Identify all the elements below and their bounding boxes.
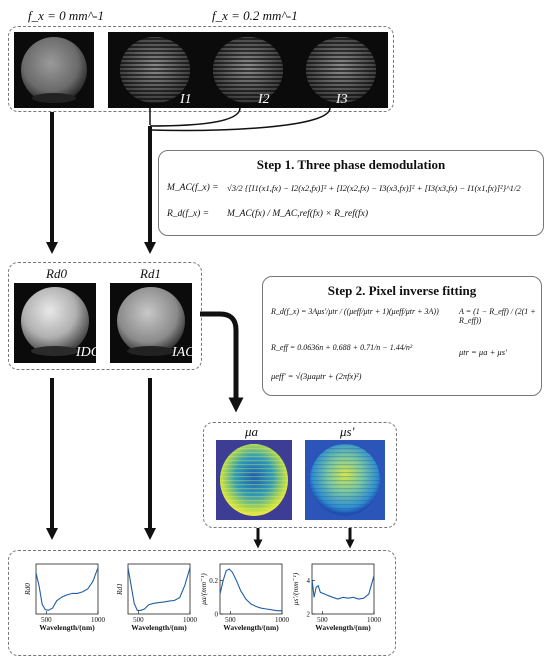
optical-maps-group <box>203 422 397 528</box>
plot-ytick-label-3-0: 2 <box>307 611 311 619</box>
plot-xtick-label-2-1: 1000 <box>275 616 290 624</box>
plot-line-0 <box>35 567 99 611</box>
merge-line-3 <box>149 107 331 132</box>
step1-box: Step 1. Three phase demodulation M_AC(f_… <box>158 150 544 236</box>
plot-ytick-label-2-0: 0 <box>215 611 219 619</box>
ac-raw-images-drawing <box>120 37 376 103</box>
step1-eq1-rhs: √3/2 {[I1(x1,fx) − I2(x2,fx)]² + [I2(x2,… <box>227 183 521 193</box>
step2-eq-rd: R_d(f_x) = 3Aμs'/μtr / ((μeff/μtr + 1)(μ… <box>271 307 439 316</box>
plot-frame-3 <box>311 563 375 615</box>
mua-map-drawing <box>220 444 288 516</box>
step1-eq1-lhs: M_AC(f_x) = <box>167 183 219 193</box>
rd1-image <box>110 283 192 363</box>
plot-xtick-label-3-0: 500 <box>317 616 328 624</box>
ac-frequency-label: f_x = 0.2 mm^-1 <box>212 8 298 23</box>
mus-map-image <box>305 440 385 520</box>
plot-xtick-label-1-0: 500 <box>133 616 144 624</box>
rd0-image <box>14 283 96 363</box>
step1-eq2-rhs: M_AC(fx) / M_AC,ref(fx) × R_ref(fx) <box>227 209 369 219</box>
plot-line-1 <box>127 567 191 611</box>
plot-xtick-label-0-0: 500 <box>41 616 52 624</box>
phase-label-2: I2 <box>258 92 270 107</box>
plot-ylabel-2: μa/(mm⁻¹) <box>199 573 208 605</box>
phase-label-1: I1 <box>180 92 192 107</box>
plot-ylabel-1: Rd1 <box>115 583 124 596</box>
dc-frequency-label: f_x = 0 mm^-1 <box>28 8 104 23</box>
plot-frame-1 <box>127 563 191 615</box>
step2-eq-mueff: μeff' = √(3μaμtr + (2πfx)²) <box>271 371 362 381</box>
rd1-image-drawing <box>117 287 185 356</box>
plot-xlabel-1: Wavelength/(nm) <box>131 623 187 632</box>
dc-raw-image-drawing <box>21 37 87 103</box>
plot-xtick-label-0-1: 1000 <box>91 616 106 624</box>
plot-xtick-label-3-1: 1000 <box>367 616 382 624</box>
plot-frame-0 <box>35 563 99 615</box>
rd0-label: Rd0 <box>46 266 67 281</box>
plot-ylabel-3: μs'/(mm⁻¹) <box>291 572 300 605</box>
plot-xtick-label-2-0: 500 <box>225 616 236 624</box>
dc-raw-image <box>14 32 94 108</box>
merge-line-2 <box>149 107 241 127</box>
plot-xlabel-2: Wavelength/(nm) <box>223 623 279 632</box>
plot-line-3 <box>311 575 375 600</box>
mus-map-label: μs' <box>340 424 355 439</box>
plot-line-2 <box>219 568 282 612</box>
step2-box: Step 2. Pixel inverse fitting R_d(f_x) =… <box>262 276 542 396</box>
plot-ylabel-0: Rd0 <box>23 583 32 596</box>
step2-eq-reff: R_eff = 0.0636n + 0.688 + 0.71/n − 1.44/… <box>271 343 413 352</box>
plot-ytick-label-3-1: 4 <box>307 577 311 585</box>
plot-xlabel-0: Wavelength/(nm) <box>39 623 95 632</box>
mua-map-image <box>216 440 292 520</box>
step2-eq-mutr: μtr = μa + μs' <box>459 347 507 357</box>
plot-xlabel-3: Wavelength/(nm) <box>315 623 371 632</box>
plot-ytick-label-2-1: 0.2 <box>209 577 218 585</box>
step2-eq-a: A = (1 − R_eff) / (2(1 + R_eff)) <box>459 307 536 325</box>
mua-map-label: μa <box>245 424 259 439</box>
iac-tag: IAC <box>172 345 195 360</box>
step1-eq2-lhs: R_d(f_x) = <box>167 209 210 219</box>
step1-title: Step 1. Three phase demodulation <box>256 157 446 172</box>
arrow-rd-to-maps <box>200 311 244 413</box>
rd1-label: Rd1 <box>140 266 161 281</box>
plot-xtick-label-1-1: 1000 <box>183 616 198 624</box>
mus-map-drawing <box>310 444 380 516</box>
phase-label-3: I3 <box>336 92 348 107</box>
raw-images-group <box>8 26 394 112</box>
plot-frame-2 <box>219 563 283 615</box>
step2-title: Step 2. Pixel inverse fitting <box>327 283 477 298</box>
ac-raw-images <box>108 32 388 108</box>
rd0-image-drawing <box>21 287 89 356</box>
idc-tag: IDC <box>76 345 101 360</box>
spectra-group <box>8 550 396 656</box>
